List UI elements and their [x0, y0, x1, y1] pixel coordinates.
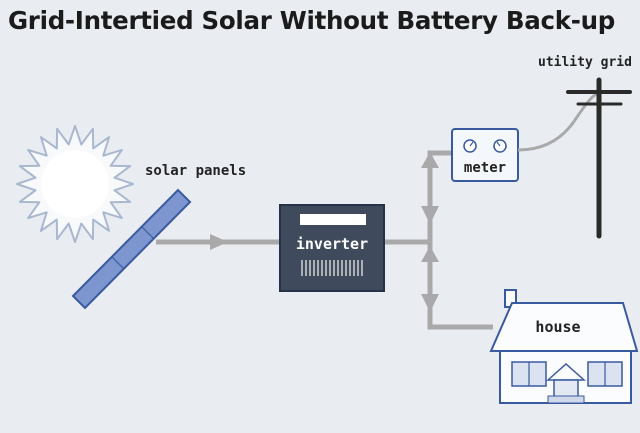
house-label: house [535, 318, 580, 336]
solar-panels-label: solar panels [145, 163, 246, 179]
page-title: Grid-Intertied Solar Without Battery Bac… [8, 6, 615, 35]
meter-icon [451, 128, 519, 182]
utility-grid-label: utility grid [538, 55, 632, 70]
meter-label: meter [464, 160, 506, 176]
inverter-label: inverter [296, 235, 368, 253]
sun-icon [16, 125, 134, 243]
solar-panel-icon [71, 188, 192, 310]
grid-wire [517, 92, 600, 152]
utility-pole-icon [566, 77, 632, 239]
house-icon [489, 289, 639, 404]
arrows [210, 152, 439, 312]
inverter-icon [279, 204, 385, 292]
